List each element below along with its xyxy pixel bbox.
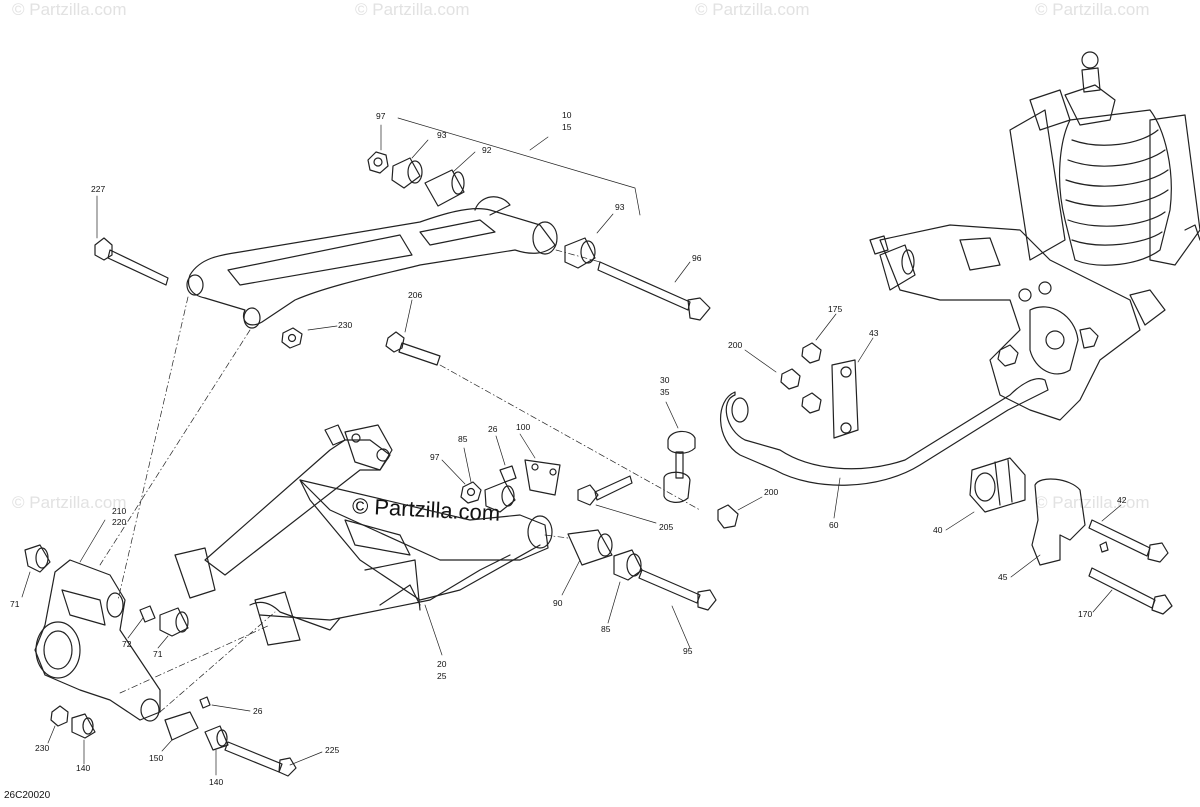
callout-35[interactable]: 35 [660,387,670,397]
callout-140[interactable]: 140 [76,763,90,773]
watermark: © Partzilla.com [12,0,127,19]
callout-40[interactable]: 40 [933,525,943,535]
lower-a-arm [174,424,553,646]
callout-25[interactable]: 25 [437,671,447,681]
leader-lines [21,117,1122,776]
callout-30[interactable]: 30 [660,375,670,385]
callout-15[interactable]: 15 [562,122,572,132]
callout-26[interactable]: 26 [488,424,498,434]
callout-96[interactable]: 96 [692,253,702,263]
shock-assembly [1009,51,1200,266]
callout-90[interactable]: 90 [553,598,563,608]
callout-72[interactable]: 72 [122,639,132,649]
upper-arm-hardware [94,151,711,366]
callout-10[interactable]: 10 [562,110,572,120]
callout-205[interactable]: 205 [659,522,673,532]
diagram-code: 26C20020 [4,790,51,801]
callout-26[interactable]: 26 [253,706,263,716]
watermark: © Partzilla.com [1035,493,1150,512]
watermark: © Partzilla.com [355,0,470,19]
watermark: © Partzilla.com [12,493,127,512]
callout-170[interactable]: 170 [1078,609,1092,619]
callout-140[interactable]: 140 [209,777,223,787]
knuckle-hardware [50,696,297,777]
watermark: © Partzilla.com [1035,0,1150,19]
callout-210[interactable]: 210 [112,506,126,516]
callout-93[interactable]: 93 [615,202,625,212]
callout-225[interactable]: 225 [325,745,339,755]
callout-93[interactable]: 93 [437,130,447,140]
callout-85[interactable]: 85 [601,624,611,634]
callouts: 97 93 92 10 15 93 96 227 230 206 175 43 … [10,110,1127,787]
callout-85[interactable]: 85 [458,434,468,444]
callout-95[interactable]: 95 [683,646,693,656]
lower-arm-hardware [460,459,717,611]
callout-230[interactable]: 230 [338,320,352,330]
callout-71[interactable]: 71 [153,649,163,659]
chassis-upright [869,224,1166,421]
callout-43[interactable]: 43 [869,328,879,338]
knuckle [24,544,189,722]
callout-200[interactable]: 200 [764,487,778,497]
sway-bar [720,342,1049,486]
sway-bar-bushing [969,457,1026,513]
callout-230[interactable]: 230 [35,743,49,753]
upper-a-arm [186,196,558,329]
callout-45[interactable]: 45 [998,572,1008,582]
callout-200[interactable]: 200 [728,340,742,350]
callout-206[interactable]: 206 [408,290,422,300]
phantom-lines [99,249,701,713]
callout-100[interactable]: 100 [516,422,530,432]
watermark: © Partzilla.com [695,0,810,19]
callout-42[interactable]: 42 [1117,495,1127,505]
callout-227[interactable]: 227 [91,184,105,194]
sway-bar-clamp [1031,478,1173,615]
callout-97[interactable]: 97 [376,111,386,121]
callout-92[interactable]: 92 [482,145,492,155]
callout-97[interactable]: 97 [430,452,440,462]
callout-60[interactable]: 60 [829,520,839,530]
callout-20[interactable]: 20 [437,659,447,669]
callout-150[interactable]: 150 [149,753,163,763]
sway-bar-link [577,430,739,529]
callout-220[interactable]: 220 [112,517,126,527]
callout-175[interactable]: 175 [828,304,842,314]
callout-71[interactable]: 71 [10,599,20,609]
